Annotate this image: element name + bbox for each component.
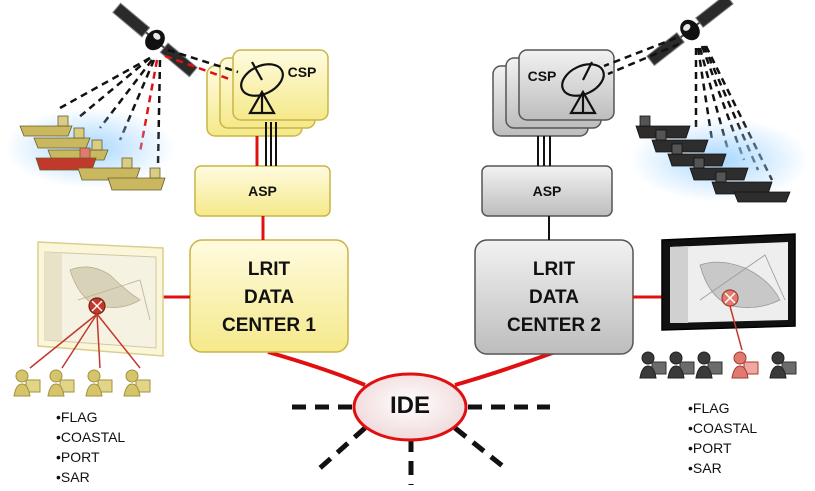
left-target-icon [88, 297, 106, 315]
right-dish-icon [561, 61, 605, 115]
list-item: SAR [56, 467, 125, 487]
left-connections [163, 122, 277, 299]
left-satellite-icon [112, 2, 198, 78]
list-item: FLAG [56, 407, 125, 427]
right-connections [537, 136, 662, 299]
left-asp-box [194, 165, 331, 217]
ide-rays [283, 404, 550, 485]
person-icon [85, 369, 113, 397]
list-item: PORT [56, 447, 125, 467]
person-icon [13, 369, 41, 397]
right-sat-to-csp-beams [603, 36, 680, 76]
dc-ide-links [267, 350, 556, 387]
person-icon [667, 351, 695, 379]
person-icon [695, 351, 723, 379]
left-dish-icon [240, 61, 284, 115]
right-csp-stack [492, 49, 615, 137]
right-satellite-icon [646, 0, 734, 67]
right-user-link [729, 305, 743, 351]
person-icon [639, 351, 667, 379]
left-sat-to-csp-beams [164, 48, 239, 82]
right-asp-box [481, 165, 613, 217]
right-map-panel [661, 233, 796, 331]
person-icon [47, 369, 75, 397]
right-data-center-box [474, 239, 634, 355]
ide-node [352, 372, 468, 442]
right-user-list: FLAG COASTAL PORT SAR [688, 398, 757, 478]
person-icon-highlighted [731, 351, 759, 379]
left-user-icons [13, 369, 151, 397]
list-item: COASTAL [56, 427, 125, 447]
list-item: SAR [688, 458, 757, 478]
left-user-links [29, 313, 141, 369]
list-item: COASTAL [688, 418, 757, 438]
list-item: PORT [688, 438, 757, 458]
left-data-center-box [189, 239, 349, 353]
person-icon [123, 369, 151, 397]
right-target-icon [721, 289, 739, 307]
person-icon [769, 351, 797, 379]
left-ships [5, 108, 175, 191]
right-user-icons [639, 351, 797, 379]
list-item: FLAG [688, 398, 757, 418]
left-user-list: FLAG COASTAL PORT SAR [56, 407, 125, 487]
right-ships [630, 115, 810, 203]
